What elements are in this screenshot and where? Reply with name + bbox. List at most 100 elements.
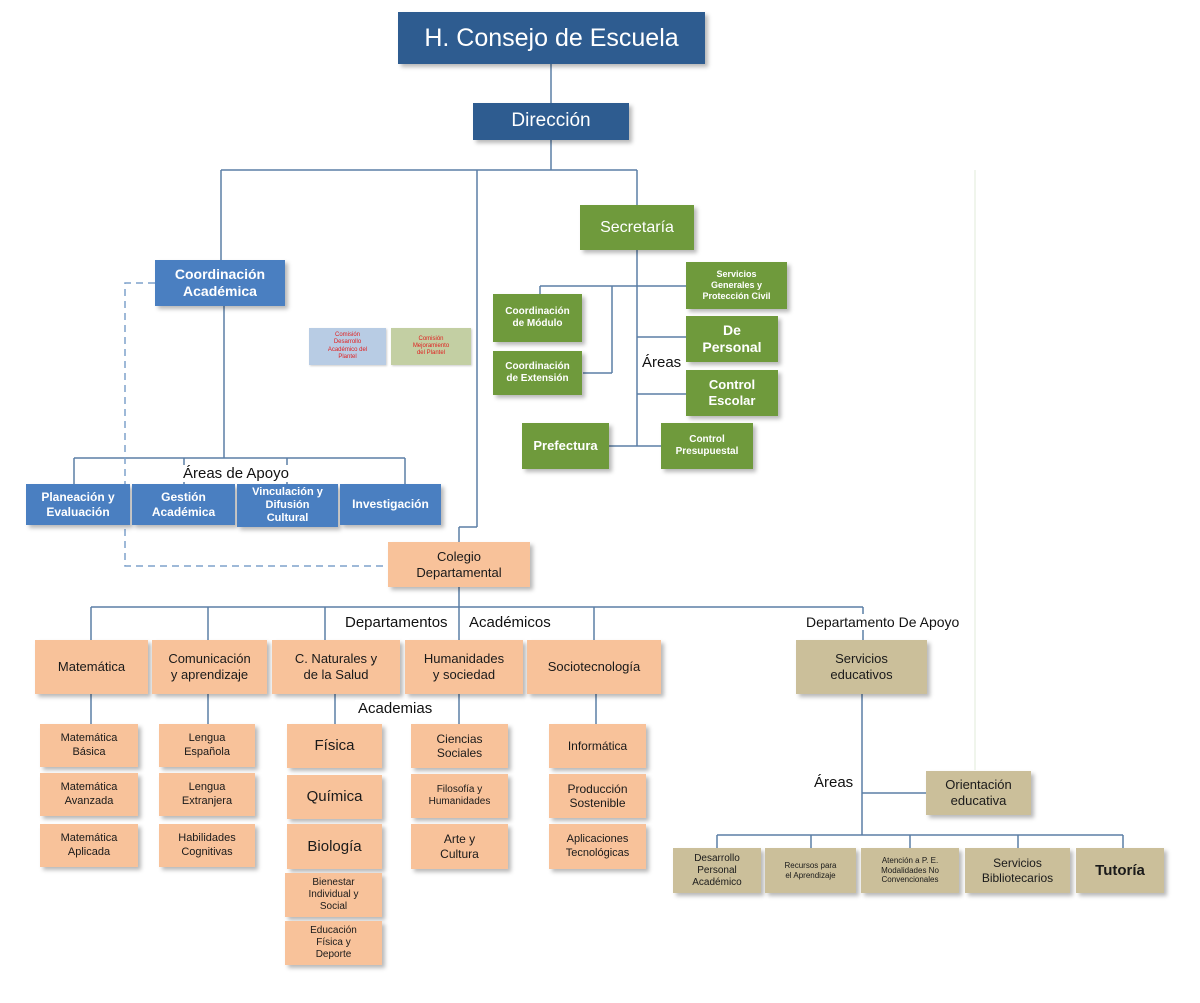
vinculacion-label: Vinculación y Difusión Cultural: [252, 485, 323, 525]
tutoria-box[interactable]: Tutoría: [1076, 848, 1164, 893]
coordinacion-academica-box[interactable]: Coordinación Académica: [155, 260, 285, 306]
secretaria-box[interactable]: Secretaría: [580, 205, 694, 250]
gestion-academica-label: Gestión Académica: [151, 490, 216, 519]
dept-sociotecnologia-box[interactable]: Sociotecnología: [527, 640, 661, 694]
academia-fisica[interactable]: Física: [287, 724, 382, 768]
academia-aplicaciones-tecnologicas[interactable]: Aplicaciones Tecnológicas: [549, 824, 646, 869]
academia-label: Lengua Extranjera: [181, 781, 233, 807]
dept-naturales-box[interactable]: C. Naturales y de la Salud: [272, 640, 400, 694]
dept-sociotecnologia-label: Sociotecnología: [547, 659, 641, 675]
academia-biologia[interactable]: Biología: [287, 824, 382, 869]
apoyo-areas-label: Áreas: [814, 774, 854, 791]
academia-matematica-avanzada[interactable]: Matemática Avanzada: [40, 773, 138, 816]
orientacion-educativa-label: Orientación educativa: [945, 777, 1012, 808]
academia-produccion-sostenible[interactable]: Producción Sostenible: [549, 774, 646, 818]
prefectura-label: Prefectura: [533, 438, 598, 454]
academia-label: Física: [314, 737, 355, 754]
academia-label: Ciencias Sociales: [436, 731, 483, 760]
consejo-box[interactable]: H. Consejo de Escuela: [398, 12, 705, 64]
direccion-label: Dirección: [511, 110, 591, 132]
academia-arte-cultura[interactable]: Arte y Cultura: [411, 824, 508, 869]
academia-informatica[interactable]: Informática: [549, 724, 646, 768]
recursos-aprendizaje-box[interactable]: Recursos para el Aprendizaje: [765, 848, 856, 893]
comision-mejoramiento-box[interactable]: Comisión Mejoramiento del Plantel: [391, 328, 471, 365]
prefectura-box[interactable]: Prefectura: [522, 423, 609, 469]
de-personal-box[interactable]: De Personal: [686, 316, 778, 362]
academia-educacion-fisica[interactable]: Educación Física y Deporte: [285, 921, 382, 965]
dept-comunicacion-box[interactable]: Comunicación y aprendizaje: [152, 640, 267, 694]
dept-humanidades-box[interactable]: Humanidades y sociedad: [405, 640, 523, 694]
academia-matematica-basica[interactable]: Matemática Básica: [40, 724, 138, 767]
dept-humanidades-label: Humanidades y sociedad: [423, 651, 505, 682]
academia-label: Filosofía y Humanidades: [428, 784, 491, 807]
comision-mejoramiento-label: Comisión Mejoramiento del Plantel: [412, 335, 450, 357]
control-presupuestal-box[interactable]: Control Presupuestal: [661, 423, 753, 469]
academia-label: Producción Sostenible: [567, 781, 628, 810]
departamento-apoyo-label: Departamento De Apoyo: [803, 614, 963, 630]
atencion-modalidades-box[interactable]: Atención a P. E. Modalidades No Convenci…: [861, 848, 959, 893]
dept-comunicacion-label: Comunicación y aprendizaje: [168, 651, 251, 682]
vinculacion-box[interactable]: Vinculación y Difusión Cultural: [237, 484, 338, 527]
academia-label: Aplicaciones Tecnológicas: [565, 833, 630, 859]
apoyo-area-label: Tutoría: [1095, 861, 1145, 879]
academias-label: Academias: [355, 700, 436, 717]
control-escolar-label: Control Escolar: [708, 377, 756, 408]
academia-label: Informática: [567, 738, 628, 753]
investigacion-label: Investigación: [352, 497, 429, 512]
gestion-academica-box[interactable]: Gestión Académica: [132, 484, 235, 525]
academia-label: Matemática Básica: [60, 732, 118, 758]
apoyo-area-label: Recursos para el Aprendizaje: [784, 860, 837, 880]
secretaria-areas-label: Áreas: [639, 354, 685, 371]
orientacion-educativa-box[interactable]: Orientación educativa: [926, 771, 1031, 815]
secretaria-label: Secretaría: [600, 218, 674, 236]
planeacion-label: Planeación y Evaluación: [41, 490, 115, 519]
academia-label: Educación Física y Deporte: [310, 925, 357, 960]
apoyo-area-label: Atención a P. E. Modalidades No Convenci…: [881, 856, 939, 885]
academia-filosofia[interactable]: Filosofía y Humanidades: [411, 774, 508, 818]
direccion-box[interactable]: Dirección: [473, 103, 629, 140]
comision-desarrollo-label: Comisión Desarrollo Académico del Plante…: [327, 332, 368, 360]
servicios-bibliotecarios-box[interactable]: Servicios Bibliotecarios: [965, 848, 1070, 893]
academia-label: Habilidades Cognitivas: [178, 832, 236, 858]
servicios-educativos-label: Servicios educativos: [830, 651, 893, 682]
comision-desarrollo-box[interactable]: Comisión Desarrollo Académico del Plante…: [309, 328, 386, 365]
coordinacion-extension-label: Coordinación de Extensión: [505, 361, 570, 384]
academia-lengua-espanola[interactable]: Lengua Española: [159, 724, 255, 767]
planeacion-box[interactable]: Planeación y Evaluación: [26, 484, 130, 525]
coordinacion-academica-label: Coordinación Académica: [174, 266, 266, 299]
control-escolar-box[interactable]: Control Escolar: [686, 370, 778, 416]
academia-label: Lengua Española: [184, 732, 230, 758]
coordinacion-modulo-label: Coordinación de Módulo: [505, 306, 570, 329]
dept-matematica-box[interactable]: Matemática: [35, 640, 148, 694]
academia-label: Arte y Cultura: [440, 832, 479, 861]
control-presupuestal-label: Control Presupuestal: [675, 434, 739, 457]
academia-label: Química: [306, 788, 363, 805]
coordinacion-extension-box[interactable]: Coordinación de Extensión: [493, 351, 582, 395]
academia-quimica[interactable]: Química: [287, 775, 382, 819]
apoyo-area-label: Servicios Bibliotecarios: [981, 856, 1054, 885]
apoyo-area-label: Desarrollo Personal Académico: [692, 852, 742, 888]
dept-matematica-label: Matemática: [57, 659, 126, 675]
academia-habilidades-cognitivas[interactable]: Habilidades Cognitivas: [159, 824, 255, 867]
academia-matematica-aplicada[interactable]: Matemática Aplicada: [40, 824, 138, 867]
academia-bienestar[interactable]: Bienestar Individual y Social: [285, 873, 382, 917]
de-personal-label: De Personal: [702, 322, 762, 355]
colegio-departamental-box[interactable]: Colegio Departamental: [388, 542, 530, 587]
servicios-generales-box[interactable]: Servicios Generales y Protección Civil: [686, 262, 787, 309]
academia-label: Bienestar Individual y Social: [308, 877, 359, 912]
areas-de-apoyo-label: Áreas de Apoyo: [180, 465, 292, 482]
academia-label: Matemática Aplicada: [60, 832, 118, 858]
academia-label: Biología: [307, 837, 362, 855]
servicios-generales-label: Servicios Generales y Protección Civil: [702, 269, 771, 301]
consejo-label: H. Consejo de Escuela: [424, 24, 679, 52]
academia-lengua-extranjera[interactable]: Lengua Extranjera: [159, 773, 255, 816]
academia-label: Matemática Avanzada: [60, 781, 118, 807]
academia-ciencias-sociales[interactable]: Ciencias Sociales: [411, 724, 508, 768]
investigacion-box[interactable]: Investigación: [340, 484, 441, 525]
dept-naturales-label: C. Naturales y de la Salud: [294, 651, 378, 682]
servicios-educativos-box[interactable]: Servicios educativos: [796, 640, 927, 694]
colegio-departamental-label: Colegio Departamental: [416, 548, 502, 580]
coordinacion-modulo-box[interactable]: Coordinación de Módulo: [493, 294, 582, 342]
desarrollo-personal-box[interactable]: Desarrollo Personal Académico: [673, 848, 761, 893]
departamentos-label: Departamentos: [342, 614, 451, 631]
